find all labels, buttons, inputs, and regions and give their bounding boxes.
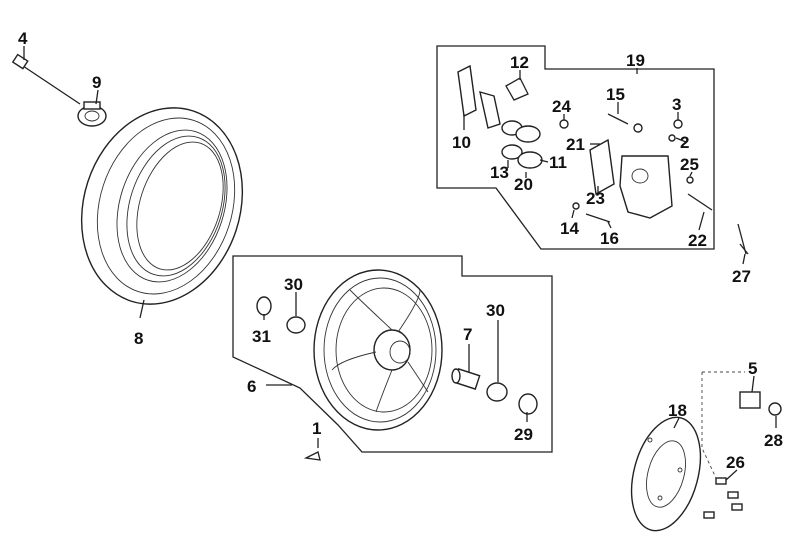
label-12: 12 — [510, 53, 529, 72]
label-11: 11 — [549, 153, 567, 172]
cap-25-drawing — [686, 176, 694, 184]
label-28: 28 — [764, 431, 783, 450]
bolt-16-drawing — [585, 213, 611, 223]
label-1: 1 — [312, 419, 321, 438]
pad-spring-12-drawing — [505, 77, 529, 101]
label-3: 3 — [672, 95, 681, 114]
label-26: 26 — [726, 453, 745, 472]
bolt-15-drawing — [607, 113, 629, 125]
oil-seal-31-drawing — [256, 296, 272, 316]
label-24: 24 — [552, 97, 571, 116]
label-19: 19 — [626, 51, 645, 70]
label-27: 27 — [732, 267, 751, 286]
label-5: 5 — [748, 359, 757, 378]
bearing-30-left-drawing — [286, 316, 306, 334]
label-2: 2 — [680, 133, 689, 152]
label-20: 20 — [514, 175, 533, 194]
label-8: 8 — [134, 329, 143, 348]
disc-bolts-drawing — [703, 477, 743, 519]
bleeder-24-drawing — [559, 119, 569, 129]
drive-gear-drawing — [77, 101, 107, 127]
washer-15-drawing — [633, 123, 643, 133]
wheel-rim-drawing — [313, 269, 443, 431]
label-10: 10 — [452, 133, 471, 152]
wheel-group-outline — [232, 255, 553, 453]
oil-seal-29-drawing — [518, 393, 538, 415]
leader-lines — [23, 46, 777, 481]
label-30-left: 30 — [284, 275, 303, 294]
label-13: 13 — [490, 163, 509, 182]
label-18: 18 — [668, 401, 687, 420]
tyre-drawing — [80, 107, 244, 305]
caliper-body-drawing — [619, 155, 673, 219]
valve-1-drawing — [303, 451, 321, 461]
cap-2-drawing — [668, 134, 676, 142]
collar-5-drawing — [739, 391, 761, 409]
label-9: 9 — [92, 73, 101, 92]
brake-pads-drawing — [457, 64, 501, 129]
label-4: 4 — [18, 29, 28, 48]
label-16: 16 — [600, 229, 619, 248]
bleeder-3-drawing — [673, 119, 683, 129]
axle-drawing — [11, 53, 81, 105]
label-31: 31 — [252, 327, 271, 346]
label-14: 14 — [560, 219, 579, 238]
label-15: 15 — [606, 85, 625, 104]
label-6: 6 — [247, 377, 256, 396]
caliper-bracket-21-drawing — [589, 138, 615, 196]
caliper-group-outline — [436, 45, 715, 250]
label-21: 21 — [566, 135, 585, 154]
label-7: 7 — [463, 325, 472, 344]
collar-7-drawing — [451, 368, 481, 390]
bracket-27-drawing — [737, 223, 749, 255]
brake-disc-drawing — [630, 416, 702, 532]
label-25: 25 — [680, 155, 699, 174]
bearing-30-right-drawing — [486, 382, 508, 402]
pistons-seals-drawing — [501, 120, 543, 169]
label-23: 23 — [586, 189, 605, 208]
disc-mount-dashed — [701, 372, 717, 479]
label-29: 29 — [514, 425, 533, 444]
washer-28-drawing — [768, 402, 782, 416]
label-30-right: 30 — [486, 301, 505, 320]
nut-14-drawing — [572, 202, 580, 210]
label-22: 22 — [688, 231, 707, 250]
pin-22-drawing — [687, 193, 713, 211]
